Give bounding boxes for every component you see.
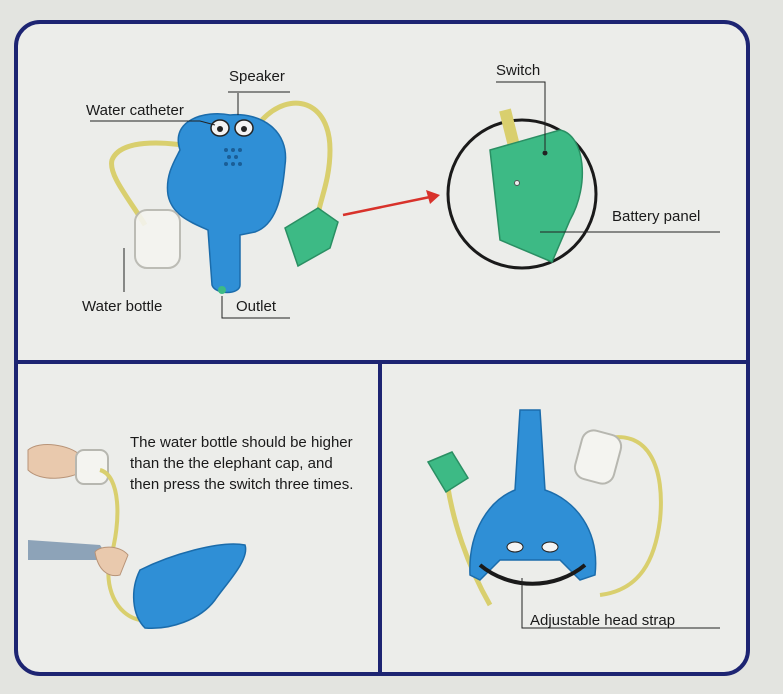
- label-adjustable-head-strap: Adjustable head strap: [530, 612, 676, 629]
- strap-battery-icon: [426, 451, 470, 494]
- label-outlet: Outlet: [236, 298, 277, 315]
- arrow-head-icon: [426, 190, 440, 204]
- battery-tube: [260, 100, 333, 216]
- bottle-icon: [75, 449, 109, 485]
- red-arrow: [342, 195, 431, 217]
- horizontal-divider: [18, 360, 746, 364]
- instruction-text: The water bottle should be higher than t…: [130, 434, 354, 493]
- label-switch: Switch: [496, 62, 541, 79]
- strap-bottle-icon: [573, 429, 623, 485]
- battery-body-icon: [489, 129, 583, 263]
- hand-pressing-switch: [94, 546, 129, 577]
- battery-box-icon: [284, 207, 339, 268]
- arm: [28, 540, 110, 560]
- battery-closeup: [446, 81, 720, 270]
- label-water-bottle: Water bottle: [82, 298, 163, 315]
- switch-button-icon: [542, 150, 548, 156]
- speaker-grille-icon: [224, 148, 242, 166]
- outlet-icon: [218, 286, 226, 294]
- head-strap: [478, 563, 587, 586]
- label-battery-panel: Battery panel: [612, 208, 701, 225]
- label-speaker: Speaker: [229, 68, 285, 85]
- elephant-cap-side: [132, 543, 247, 629]
- head-strap-illustration: [426, 409, 720, 629]
- elephant-cap-front: [469, 409, 597, 581]
- elephant-head: [166, 113, 287, 294]
- water-bottle-icon: [134, 209, 181, 269]
- water-catheter-tube: [109, 140, 201, 227]
- usage-illustration: [27, 444, 247, 629]
- label-water-catheter: Water catheter: [86, 102, 184, 119]
- elephant-cap-diagram: [90, 91, 440, 319]
- vertical-divider: [378, 360, 382, 672]
- instruction-panel: [14, 20, 750, 676]
